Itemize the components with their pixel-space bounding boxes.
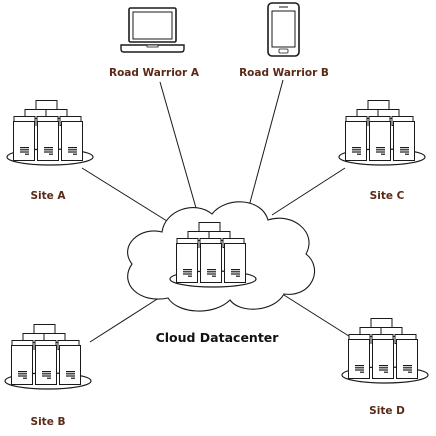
road-warrior-b-node: Road Warrior B (239, 2, 329, 79)
road-warrior-a-node: Road Warrior A (109, 7, 200, 79)
site-d-node: Site D (342, 319, 428, 417)
site-b-label: Site B (31, 416, 66, 428)
laptop-icon (120, 7, 185, 53)
edge-site-b (89, 295, 163, 343)
site-a-node: Site A (7, 101, 93, 202)
site-b-node: Site B (5, 325, 91, 428)
smartphone-icon (267, 2, 300, 57)
edge-road-warrior-a (159, 81, 201, 223)
server-cluster-icon (342, 319, 428, 384)
site-d-label: Site D (369, 405, 405, 417)
site-c-label: Site C (370, 190, 405, 202)
road-warrior-a-label: Road Warrior A (109, 67, 200, 79)
server-cluster-icon (7, 101, 93, 166)
server-cluster-icon (339, 101, 425, 166)
cloud-datacenter-label: Cloud Datacenter (156, 330, 280, 345)
connection-lines (81, 79, 353, 343)
road-warrior-b-label: Road Warrior B (239, 67, 329, 79)
server-cluster-icon (5, 325, 91, 390)
cloud-datacenter-node: Cloud Datacenter (127, 201, 316, 345)
site-a-label: Site A (30, 190, 66, 202)
edge-site-d (275, 289, 353, 339)
edge-site-a (81, 167, 176, 227)
edge-site-c (271, 167, 346, 216)
site-c-node: Site C (339, 101, 425, 202)
edge-road-warrior-b (247, 79, 284, 211)
